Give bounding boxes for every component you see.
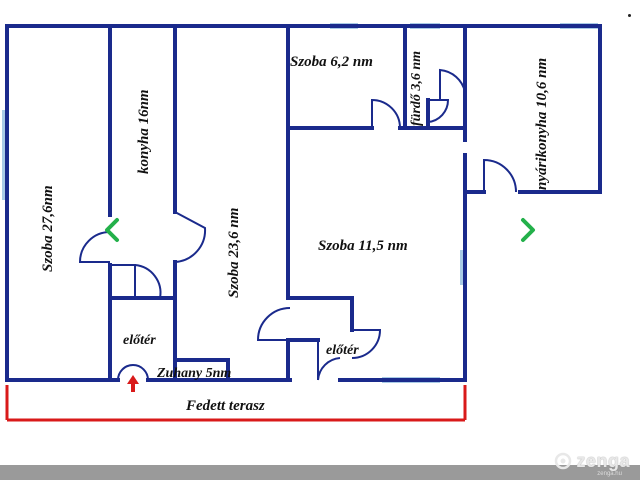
chevron-left-icon <box>105 218 119 242</box>
chevron-right-icon <box>521 218 535 242</box>
room-label-nyarikonyha: nyárikonyha 10,6 nm <box>534 58 550 190</box>
room-label-szoba-27-6: Szoba 27,6nm <box>40 185 56 272</box>
room-label-szoba-23-6: Szoba 23,6 nm <box>226 208 242 298</box>
floor-plan: Szoba 27,6nm konyha 16nm Szoba 23,6 nm S… <box>2 23 602 422</box>
room-label-eloter-right: előtér <box>326 343 359 358</box>
room-label-konyha: konyha 16nm <box>136 89 152 174</box>
windows <box>2 23 598 383</box>
watermark-brand: zenga <box>576 450 630 471</box>
room-label-szoba-6-2: Szoba 6,2 nm <box>290 54 373 70</box>
room-label-eloter-left: előtér <box>123 333 156 348</box>
doors <box>78 68 517 381</box>
terrace-outline <box>5 385 467 422</box>
watermark-subtext: zenga.hu <box>597 471 622 477</box>
entrance-arrow-icon <box>127 375 139 392</box>
room-label-szoba-11-5: Szoba 11,5 nm <box>318 238 408 254</box>
watermark: zenga <box>554 448 630 474</box>
room-label-terasz: Fedett terasz <box>185 398 265 414</box>
corner-dot <box>628 14 631 17</box>
zenga-logo-icon <box>555 452 572 470</box>
previous-image-button[interactable] <box>98 216 126 244</box>
footer-bar <box>0 465 640 480</box>
walls <box>5 24 602 382</box>
room-label-zuhany: Zuhany 5nm <box>156 366 231 381</box>
room-label-furdo: fürdő 3,6 nm <box>409 51 424 126</box>
next-image-button[interactable] <box>514 216 542 244</box>
